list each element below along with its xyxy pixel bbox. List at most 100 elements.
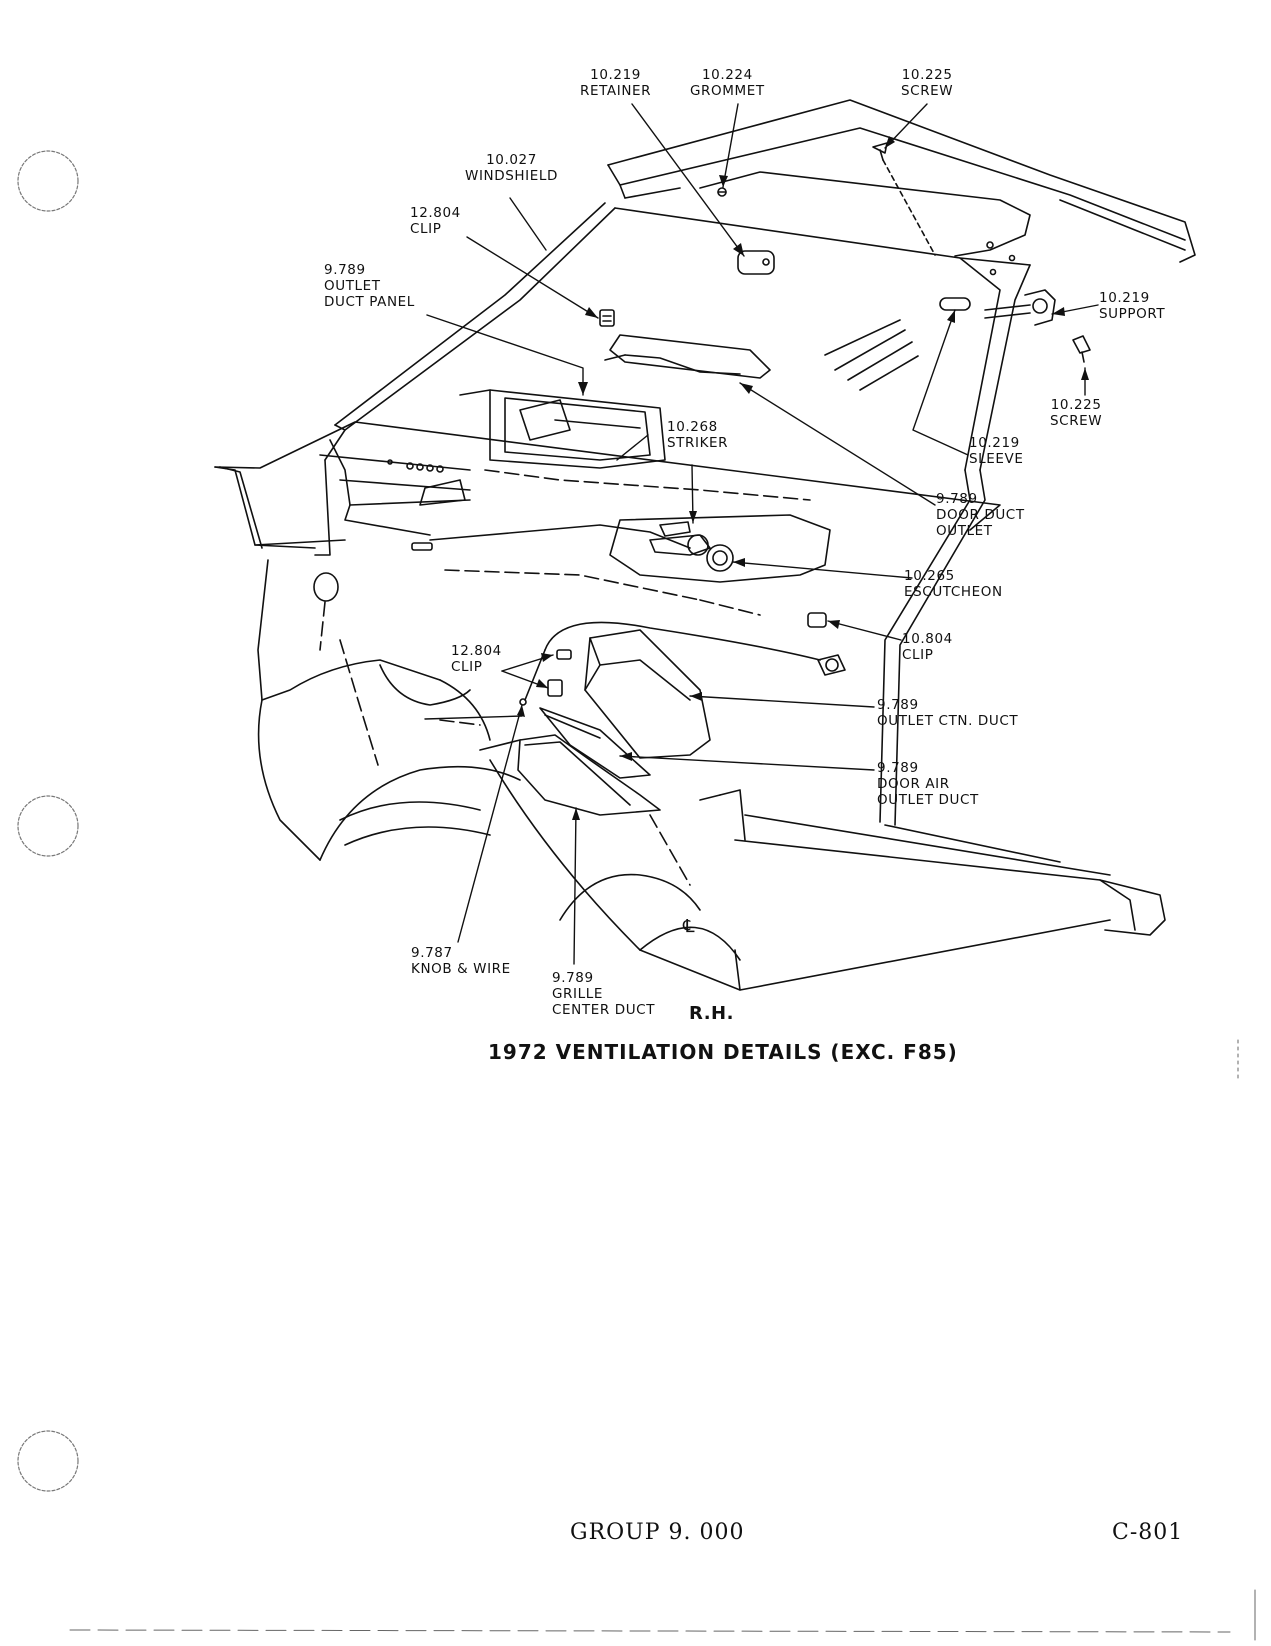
callout-clip-right: 10.804 CLIP [902,631,953,663]
knob-and-wire [519,621,821,706]
callout-name: OUTLET DUCT [877,792,979,808]
a-pillar [314,424,346,556]
callout-name: DOOR DUCT [936,507,1025,523]
roof-hole [1008,254,1016,262]
outlet-duct-panel [459,389,666,469]
striker-part [659,521,691,537]
callout-number: 10.804 [902,631,953,647]
leader-outlet-duct-panel [426,314,584,396]
leader-escutcheon [732,561,913,579]
callout-number: 10.224 [701,67,753,83]
leader-outlet-ctn-duct [689,695,875,708]
dashboard [214,421,1001,551]
callout-name: CLIP [410,221,442,237]
binder-holes [17,150,79,1492]
support-part [984,289,1056,326]
leader-door-duct-outlet [739,382,936,506]
footer-group: GROUP 9. 000 [570,1520,745,1545]
callout-outlet-duct-panel: 9.789 OUTLET DUCT PANEL [324,262,415,310]
callout-retainer-top: 10.219 RETAINER [580,67,651,99]
callout-sleeve: 10.219 SLEEVE [969,435,1024,467]
callout-door-air-outlet-duct: 9.789 DOOR AIR OUTLET DUCT [877,760,979,808]
callout-screw-right: 10.225 SCREW [1050,397,1102,429]
callout-number: 10.219 [969,435,1020,451]
callout-name: STRIKER [667,435,729,451]
leader-windshield [509,197,547,251]
windshield [334,202,1031,471]
clip-part-upper [599,309,615,327]
callout-name: OUTLET CTN. DUCT [877,713,1019,729]
leader-knob-wire [457,704,523,943]
callout-number: 9.789 [877,697,919,713]
door-duct-outlet [609,514,831,583]
callout-striker: 10.268 STRIKER [667,419,728,451]
callout-name: SLEEVE [969,451,1024,467]
body-plug [313,572,339,602]
leader-grille-center [573,807,577,965]
callout-number: 12.804 [410,205,461,221]
callout-number: 10.268 [667,419,718,435]
callout-number: 9.789 [552,970,594,986]
callout-name: CLIP [451,659,483,675]
centerline-symbol: ℄ [682,916,695,937]
callout-name: ESCUTCHEON [904,584,1003,600]
defroster-grille [604,334,771,379]
callout-number: 9.787 [411,945,453,961]
leader-clip-right [827,620,902,641]
leader-door-air-outlet [619,755,875,771]
door-air-outlet-duct [539,707,651,779]
callout-name: GROMMET [690,83,765,99]
callout-name: GRILLE [552,986,603,1002]
callout-name: OUTLET [324,278,381,294]
hinge-pillar [807,469,986,826]
callout-clip-lower: 12.804 CLIP [451,643,502,675]
side-caption: R.H. [689,1003,734,1024]
callout-number: 10.219 [590,67,641,83]
leader-grommet [722,103,739,188]
callout-name: RETAINER [580,83,652,99]
leader-retainer [631,103,745,257]
callout-escutcheon: 10.265 ESCUTCHEON [904,568,1003,600]
outlet-center-duct [547,629,711,759]
callout-outlet-ctn-duct: 9.789 OUTLET CTN. DUCT [877,697,1018,729]
sleeve-part [939,297,971,311]
leader-sleeve [912,309,969,456]
dash-lines [319,469,811,886]
callout-name: DOOR AIR [877,776,950,792]
callout-name: WINDSHIELD [465,168,558,184]
screw-part-right [1072,335,1091,363]
callout-name: SUPPORT [1099,306,1166,322]
callout-knob-wire: 9.787 KNOB & WIRE [411,945,511,977]
binder-hole-top [17,150,79,212]
callout-name: OUTLET [936,523,993,539]
leader-clip-upper [466,236,599,319]
callout-name: KNOB & WIRE [411,961,511,977]
rocker-sill [734,814,1166,936]
grille-center-duct [479,734,661,816]
callout-name: SCREW [901,83,954,99]
callout-name: SCREW [1050,413,1103,429]
callout-number: 10.219 [1099,290,1150,306]
callout-screw-top: 10.225 SCREW [901,67,953,99]
callout-number: 10.225 [901,67,953,83]
leader-knob-extra [424,715,523,720]
roof-panel [607,99,1196,276]
roof-hole [989,268,997,276]
floor-pan [257,559,1111,991]
screw-part-top [872,142,936,256]
figure-title: 1972 VENTILATION DETAILS (EXC. F85) [488,1040,958,1064]
scan-marks [69,1039,1256,1641]
callout-name: CLIP [902,647,934,663]
callout-windshield: 10.027 WINDSHIELD [465,152,558,184]
footer-page-number: C-801 [1112,1520,1184,1545]
callout-door-duct-outlet: 9.789 DOOR DUCT OUTLET [936,491,1025,539]
grommet-part [717,187,727,197]
callout-number: 10.027 [486,152,537,168]
callout-number: 9.789 [877,760,919,776]
callout-clip-upper: 12.804 CLIP [410,205,461,237]
leader-striker-b [616,434,649,461]
callout-number: 12.804 [451,643,502,659]
binder-hole-bottom [17,1430,79,1492]
callout-number: 9.789 [324,262,366,278]
